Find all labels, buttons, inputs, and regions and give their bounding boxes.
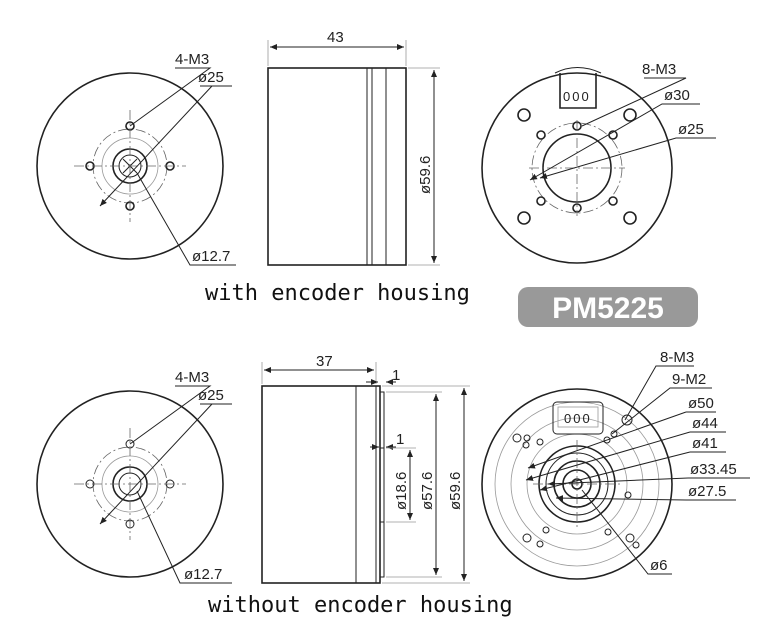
top-side-length-label: 43 [327,29,344,46]
top-front-pcd-label: ø25 [198,69,224,86]
bottom-front-view [36,385,232,584]
bottom-side-length-label: 37 [316,353,333,370]
bottom-front-pcd-label: ø25 [198,387,224,404]
bottom-connector-pins: 000 [564,411,592,426]
top-front-threads-label: 4-M3 [175,51,209,68]
bottom-rear-view [481,365,750,580]
bottom-side-lip2-label: 1 [396,431,404,448]
model-badge [518,287,698,327]
top-side-view [267,40,440,266]
bottom-rear-d6-label: ø6 [650,557,668,574]
bottom-side-dmid-label: ø57.6 [419,472,436,510]
top-caption: with encoder housing [205,281,470,306]
bottom-front-threads-label: 4-M3 [175,369,209,386]
bottom-rear-t2-label: 9-M2 [672,371,706,388]
bottom-side-douter-label: ø59.6 [447,472,464,510]
bottom-front-shaft-label: ø12.7 [184,566,222,583]
bottom-rear-d3345-label: ø33.45 [690,461,737,478]
bottom-side-dinner-label: ø18.6 [393,472,410,510]
top-rear-d2-label: ø25 [678,121,704,138]
bottom-rear-t1-label: 8-M3 [660,349,694,366]
top-front-view [36,67,236,266]
top-rear-d1-label: ø30 [664,87,690,104]
top-side-diameter-label: ø59.6 [417,156,434,194]
bottom-rear-d44-label: ø44 [692,415,718,432]
top-front-shaft-label: ø12.7 [192,248,230,265]
bottom-rear-d41-label: ø41 [692,435,718,452]
top-rear-view [481,67,716,264]
bottom-rear-d275-label: ø27.5 [688,483,726,500]
bottom-side-lip-label: 1 [392,367,400,384]
bottom-side-view [261,362,470,584]
top-connector-pins: 000 [563,89,591,104]
bottom-rear-d50-label: ø50 [688,395,714,412]
model-badge-text: PM5225 [552,292,664,325]
top-rear-threads-label: 8-M3 [642,61,676,78]
bottom-caption: without encoder housing [208,593,513,618]
